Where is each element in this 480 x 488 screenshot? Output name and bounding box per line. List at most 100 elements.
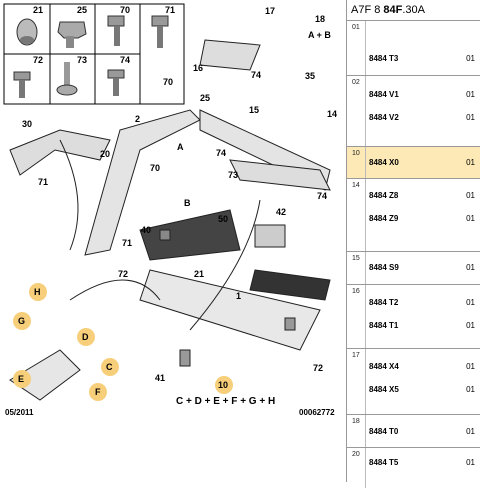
- svg-text:41: 41: [155, 373, 165, 383]
- svg-text:D: D: [82, 332, 89, 342]
- svg-text:21: 21: [33, 5, 43, 15]
- part-ref: 8484 Z9: [369, 214, 399, 223]
- parts-group[interactable]: 01 8484 T3 01: [347, 21, 480, 76]
- group-number: 17: [352, 352, 360, 359]
- svg-text:72: 72: [33, 55, 43, 65]
- svg-text:18: 18: [315, 14, 325, 24]
- svg-text:74: 74: [317, 191, 327, 201]
- part-qty: 01: [466, 113, 475, 122]
- part-qty: 01: [466, 458, 475, 467]
- group-number: 10: [352, 150, 360, 157]
- svg-text:A: A: [177, 142, 184, 152]
- parts-group[interactable]: 17 8484 X4 01 8484 X5 01: [347, 349, 480, 415]
- callout-badge: [13, 312, 31, 330]
- svg-text:70: 70: [150, 163, 160, 173]
- group-number: 02: [352, 79, 360, 86]
- svg-text:21: 21: [194, 269, 204, 279]
- part-row[interactable]: 8484 T0 01: [369, 427, 480, 441]
- part-row[interactable]: 8484 X0 01: [369, 158, 480, 172]
- svg-text:1: 1: [236, 291, 241, 301]
- part-row[interactable]: 8484 T5 01: [369, 458, 480, 472]
- svg-text:20: 20: [100, 149, 110, 159]
- part-qty: 01: [466, 427, 475, 436]
- header-code-pre: A7F 8: [351, 4, 384, 16]
- svg-text:H: H: [34, 287, 41, 297]
- parts-group[interactable]: 18 8484 T0 01: [347, 415, 480, 448]
- svg-text:35: 35: [305, 71, 315, 81]
- footer-date: 05/2011: [5, 408, 34, 417]
- svg-text:42: 42: [276, 207, 286, 217]
- parts-group[interactable]: 15 8484 S9 01: [347, 252, 480, 285]
- svg-text:74: 74: [120, 55, 130, 65]
- header-code-bold: 84F: [383, 4, 403, 16]
- part-ref: 8484 X5: [369, 385, 399, 394]
- svg-text:2: 2: [135, 114, 140, 124]
- group-number: 20: [352, 451, 360, 458]
- svg-text:50: 50: [218, 214, 228, 224]
- part-row[interactable]: 8484 V2 01: [369, 113, 480, 127]
- part-qty: 01: [466, 191, 475, 200]
- group-number: 14: [352, 182, 360, 189]
- svg-text:17: 17: [265, 6, 275, 16]
- fastener-inset: [3, 3, 185, 105]
- parts-group[interactable]: 14 8484 Z8 01 8484 Z9 01: [347, 179, 480, 252]
- svg-text:72: 72: [313, 363, 323, 373]
- panel-header: A7F 8 84F.30A: [347, 0, 480, 21]
- svg-text:71: 71: [38, 177, 48, 187]
- part-row[interactable]: 8484 Z8 01: [369, 191, 480, 205]
- callout-badge: [29, 283, 47, 301]
- svg-text:A + B: A + B: [308, 30, 331, 40]
- footer-code: 00062772: [299, 408, 335, 417]
- parts-group[interactable]: 02 8484 V1 01 8484 V2 01: [347, 76, 480, 147]
- parts-diagram: 21 25 70 71 72 73 74 17 18 A + B 16 74 7…: [3, 3, 338, 417]
- svg-text:71: 71: [122, 238, 132, 248]
- group-number: 01: [352, 24, 360, 31]
- part-row[interactable]: 8484 V1 01: [369, 90, 480, 104]
- svg-text:G: G: [18, 316, 25, 326]
- svg-text:70: 70: [163, 77, 173, 87]
- part-ref: 8484 X0: [369, 158, 399, 167]
- part-qty: 01: [466, 214, 475, 223]
- svg-text:25: 25: [200, 93, 210, 103]
- svg-text:73: 73: [77, 55, 87, 65]
- part-row[interactable]: 8484 Z9 01: [369, 214, 480, 228]
- part-ref: 8484 X4: [369, 362, 399, 371]
- part-ref: 8484 V2: [369, 113, 399, 122]
- part-row[interactable]: 8484 X4 01: [369, 362, 480, 376]
- part-row[interactable]: 8484 T2 01: [369, 298, 480, 312]
- svg-text:10: 10: [218, 380, 228, 390]
- svg-text:74: 74: [251, 70, 261, 80]
- parts-group[interactable]: 20 8484 T5 01: [347, 448, 480, 488]
- svg-text:B: B: [184, 198, 191, 208]
- callout-badge: [89, 383, 107, 401]
- part-ref: 8484 T3: [369, 54, 399, 63]
- svg-text:74: 74: [216, 148, 226, 158]
- main-structure: [9, 39, 331, 401]
- svg-text:14: 14: [327, 109, 337, 119]
- part-ref: 8484 V1: [369, 90, 399, 99]
- callout-badge: [215, 376, 233, 394]
- part-row[interactable]: 8484 X5 01: [369, 385, 480, 399]
- parts-list-panel: A7F 8 84F.30A 01 8484 T3 01 02 8484 V1 0…: [346, 0, 480, 488]
- header-code-post: .30A: [402, 4, 426, 16]
- part-row[interactable]: 8484 T3 01: [369, 54, 480, 68]
- parts-group-selected[interactable]: 10 8484 X0 01: [347, 147, 480, 179]
- part-ref: 8484 T5: [369, 458, 399, 467]
- part-ref: 8484 S9: [369, 263, 399, 272]
- svg-text:71: 71: [165, 5, 175, 15]
- svg-text:72: 72: [118, 269, 128, 279]
- svg-text:C: C: [106, 362, 113, 372]
- group-number: 18: [352, 418, 360, 425]
- svg-text:C + D + E + F + G + H: C + D + E + F + G + H: [176, 396, 275, 407]
- part-qty: 01: [466, 54, 475, 63]
- part-row[interactable]: 8484 T1 01: [369, 321, 480, 335]
- part-ref: 8484 T2: [369, 298, 399, 307]
- part-row[interactable]: 8484 S9 01: [369, 263, 480, 277]
- group-number: 16: [352, 288, 360, 295]
- svg-text:73: 73: [228, 170, 238, 180]
- svg-text:F: F: [95, 387, 101, 397]
- part-qty: 01: [466, 263, 475, 272]
- group-number: 15: [352, 255, 360, 262]
- parts-group[interactable]: 16 8484 T2 01 8484 T1 01: [347, 285, 480, 349]
- svg-text:70: 70: [120, 5, 130, 15]
